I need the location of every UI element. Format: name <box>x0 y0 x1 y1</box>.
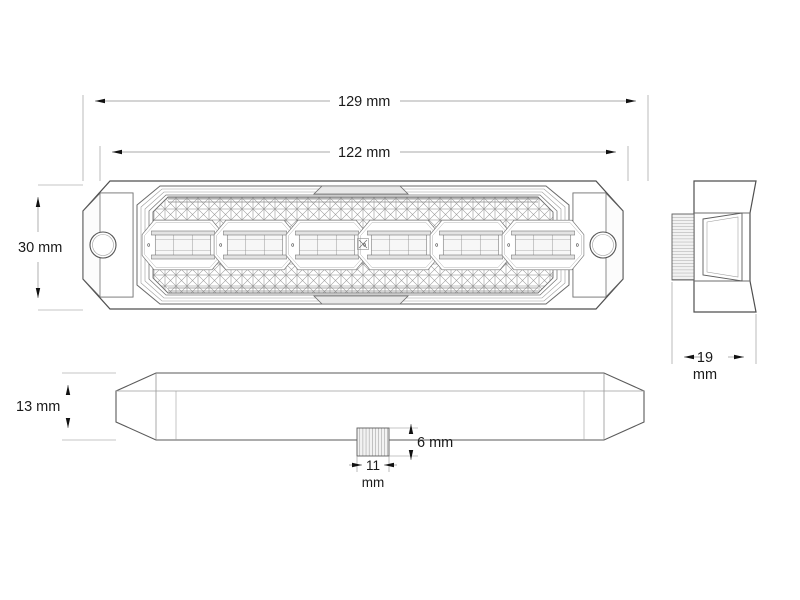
side-view <box>671 180 757 313</box>
dimension-label-122: 122 mm <box>338 145 390 161</box>
housing-rails <box>168 185 538 305</box>
led-module-6 <box>501 219 585 271</box>
dimension-label-129: 129 mm <box>338 94 390 110</box>
dimension-gland-width: 11 mm <box>349 456 397 490</box>
dimension-height: 30 mm <box>18 184 83 311</box>
led-array <box>141 219 585 271</box>
dimension-body-length: 122 mm <box>99 145 629 181</box>
dimension-label-11: 11 <box>366 458 380 473</box>
led-module-5 <box>429 219 513 271</box>
cable-gland-bottom <box>356 427 390 457</box>
led-module-4 <box>357 219 441 271</box>
led-module-1 <box>141 219 225 271</box>
dimension-thickness: 13 mm <box>16 372 116 441</box>
top-view <box>82 180 624 310</box>
dimension-label-13: 13 mm <box>16 399 60 415</box>
led-module-3 <box>285 219 369 271</box>
cable-gland-side <box>671 213 695 281</box>
bezel-frame <box>136 185 570 305</box>
bottom-view <box>115 372 645 457</box>
dimension-label-30: 30 mm <box>18 240 62 256</box>
dimension-label-11-unit: mm <box>362 475 385 490</box>
dimension-gland-height: 6 mm <box>389 424 453 460</box>
dimension-label-6: 6 mm <box>417 435 453 451</box>
dimension-depth: 19 mm <box>671 282 757 383</box>
dimension-overall-length: 129 mm <box>82 94 649 181</box>
dimension-label-19: 19 <box>697 350 713 366</box>
led-module-2 <box>213 219 297 271</box>
dimension-label-19-unit: mm <box>693 367 717 383</box>
